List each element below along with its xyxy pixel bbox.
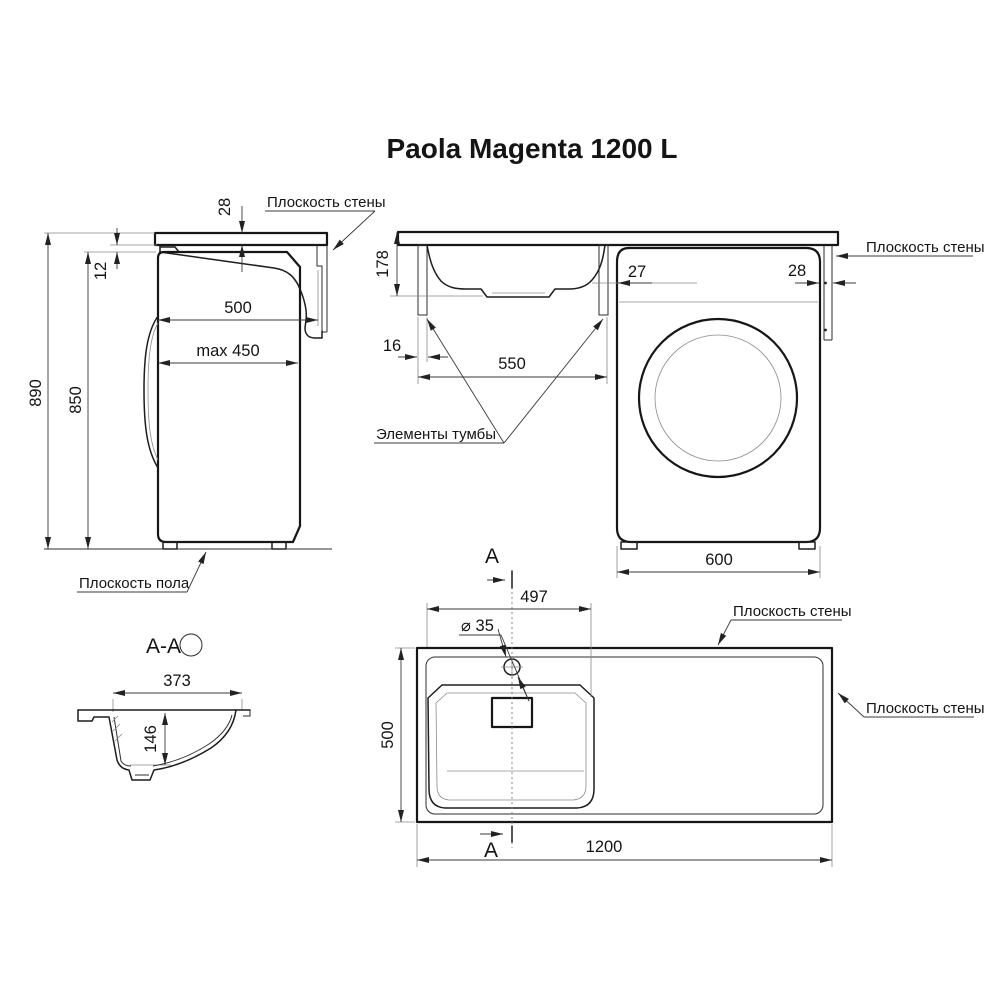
side-view: 890 850 12 28 500 max 450 Плоскость стен… (27, 194, 386, 593)
section-marker-bottom: A (484, 839, 498, 862)
countertop-side-profile (153, 231, 329, 247)
section-marker-top: A (485, 545, 499, 568)
countertop-edge-roundover (425, 656, 824, 815)
dim-depth: 500 (379, 721, 397, 749)
dim-bowl-depth: 146 (142, 725, 160, 753)
label-wall-plane-top-back: Плоскость стены (733, 603, 852, 620)
dim-basin-height: 178 (374, 250, 392, 278)
dim-gap-wall: 28 (788, 262, 806, 280)
machine-feet-front (620, 541, 816, 550)
machine-door-bulge (143, 315, 159, 469)
dim-faucet-offset: 497 (520, 588, 548, 606)
page-title: Paola Magenta 1200 L (386, 133, 677, 164)
front-view: 178 27 28 600 16 550 Плоскость стены Эле… (374, 230, 985, 578)
dim-machine-depth: max 450 (196, 342, 259, 360)
label-wall-plane-top-right: Плоскость стены (866, 700, 985, 717)
label-leader-wall-right (837, 692, 865, 718)
rim-right-hook (243, 710, 251, 717)
label-cabinet-elements: Элементы тумбы (376, 426, 496, 443)
basin-top-inner (435, 692, 587, 801)
dim-panel-thickness: 16 (383, 337, 401, 355)
label-floor-plane: Плоскость пола (79, 575, 190, 592)
sink-lip-side (159, 244, 180, 253)
faucet-arrow-top (497, 628, 507, 658)
dim-top-thickness: 28 (216, 198, 234, 216)
section-view: А-А 373 146 (77, 633, 251, 781)
label-leader-wall-side (332, 210, 376, 251)
dim-bowl-width: 373 (163, 672, 191, 690)
label-wall-plane-front: Плоскость стены (866, 239, 985, 256)
rotation-symbol (179, 633, 203, 657)
fixing-dot (824, 328, 827, 332)
section-title: А-А (146, 635, 181, 658)
bowl-outer-profile (77, 709, 237, 781)
machine-door-outer (637, 317, 799, 479)
label-leader-panel-right (503, 318, 604, 444)
wall-strip-right (823, 245, 833, 341)
dim-overall-height: 890 (27, 379, 45, 407)
countertop-front (396, 230, 840, 247)
label-wall-plane-side: Плоскость стены (267, 194, 386, 211)
extension-lines-top (395, 603, 833, 867)
basin-front-profile (426, 244, 606, 298)
dim-faucet-diameter: ⌀ 35 (461, 617, 494, 635)
machine-door-bulge-inner (147, 322, 159, 461)
washing-machine-side (156, 250, 302, 544)
countertop-top-outline (415, 646, 834, 824)
dim-gap-left: 27 (628, 263, 646, 281)
basin-top-outline (427, 684, 595, 809)
sink-bottom-profile (159, 251, 323, 339)
section-hatch-ticks (111, 715, 123, 742)
dim-overhang-gap: 12 (92, 262, 110, 280)
washing-machine-front (615, 246, 822, 544)
dim-opening-width: 550 (498, 355, 526, 373)
dim-machine-width: 600 (705, 551, 733, 569)
dim-depth-overall: 500 (224, 299, 252, 317)
top-view: ⌀ 35 A A 497 500 1200 Плоскость стены Пл… (379, 545, 985, 867)
bowl-inner-profile (113, 714, 233, 767)
cabinet-panel-right (598, 244, 609, 316)
label-leader-panel-left (426, 318, 505, 444)
dim-machine-height: 850 (67, 386, 85, 414)
label-leader-floor (186, 551, 207, 593)
rear-panel-side (316, 245, 328, 333)
label-leader-wall-top (717, 619, 732, 646)
cabinet-panel-left (417, 244, 428, 316)
extension-lines-side (44, 232, 319, 326)
fixing-dot (824, 281, 827, 285)
machine-door-inner (654, 334, 782, 462)
dim-length: 1200 (586, 838, 623, 856)
faucet-arrow-bottom (517, 676, 530, 702)
